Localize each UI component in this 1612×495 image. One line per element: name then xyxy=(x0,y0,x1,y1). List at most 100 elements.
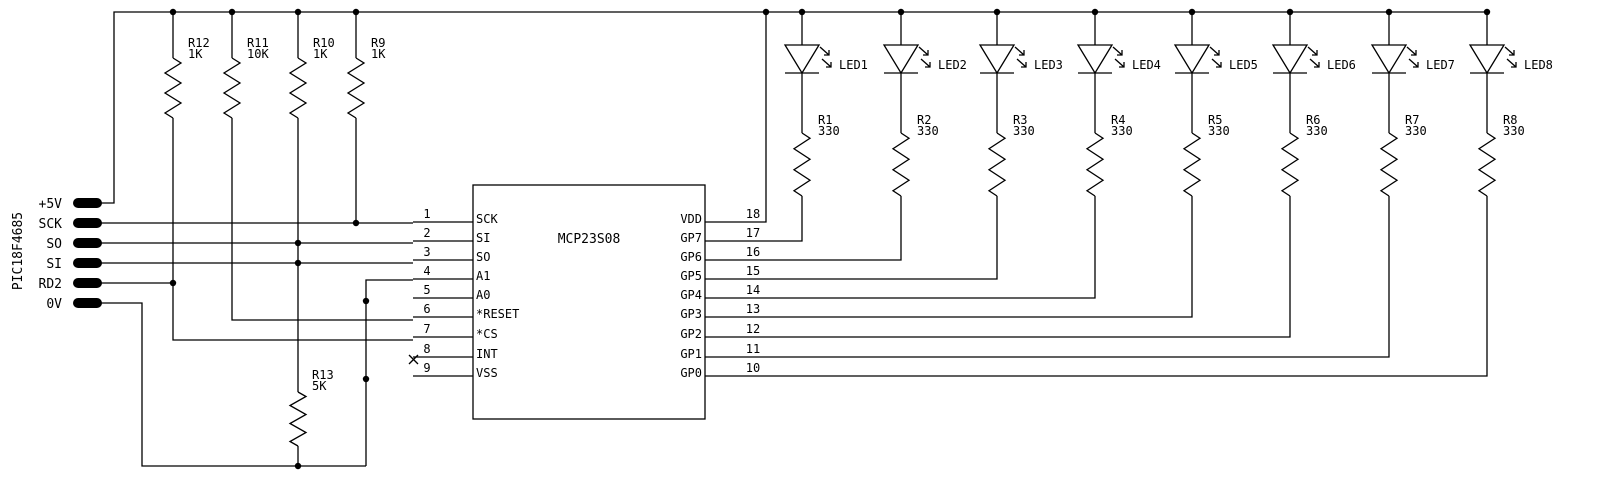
pin-name: VSS xyxy=(476,366,498,380)
connector-title: PIC18F4685 xyxy=(11,212,26,290)
led-light-arrow xyxy=(1506,58,1517,68)
pin-number: 5 xyxy=(423,283,430,297)
resistor-name: R11 xyxy=(247,36,269,50)
resistor-value: 330 xyxy=(1013,124,1035,138)
chip-body xyxy=(472,184,706,420)
pin-name: GP7 xyxy=(680,231,702,245)
junction-dot xyxy=(798,8,806,16)
junction-dots xyxy=(169,8,1491,470)
led-light-arrow xyxy=(1307,46,1318,56)
resistor-name: R8 xyxy=(1503,113,1517,127)
resistor-r3 xyxy=(987,132,1007,197)
led-light-arrow xyxy=(1408,58,1419,68)
led-light-arrow xyxy=(920,58,931,68)
resistor-name: R4 xyxy=(1111,113,1125,127)
pin-number: 10 xyxy=(746,361,760,375)
pin-number: 16 xyxy=(746,245,760,259)
vdd-net xyxy=(765,12,767,223)
led-4 xyxy=(1076,44,1114,75)
junction-dot xyxy=(228,8,236,16)
led-7 xyxy=(1370,44,1408,75)
led-light-arrowhead xyxy=(826,62,832,68)
resistor-value: 330 xyxy=(1405,124,1427,138)
led-label: LED2 xyxy=(938,58,967,72)
resistor-name: R5 xyxy=(1208,113,1222,127)
pin-name: SCK xyxy=(476,212,498,226)
pin-name: SI xyxy=(476,231,490,245)
junction-dot xyxy=(294,239,302,247)
pin-name: INT xyxy=(476,347,498,361)
junction-dot xyxy=(294,259,302,267)
led-light-arrow xyxy=(1014,46,1025,56)
resistor-value: 330 xyxy=(818,124,840,138)
resistor-value: 1K xyxy=(371,47,386,61)
resistor-r9 xyxy=(346,57,366,119)
resistor-r13 xyxy=(288,391,308,447)
resistor-value: 5K xyxy=(312,379,327,393)
resistor-r7 xyxy=(1379,132,1399,197)
resistor-r6 xyxy=(1280,132,1300,197)
gp-net xyxy=(765,196,1488,377)
led-light-arrowhead xyxy=(1314,62,1320,68)
wires xyxy=(97,11,1488,467)
led-label: LED3 xyxy=(1034,58,1063,72)
junction-dot xyxy=(993,8,1001,16)
pin-number: 4 xyxy=(423,264,430,278)
led-light-arrowhead xyxy=(1411,50,1417,56)
pin-number: 8 xyxy=(423,342,430,356)
resistor-r11 xyxy=(222,57,242,119)
led-light-arrow xyxy=(1209,46,1220,56)
resistor-name: R13 xyxy=(312,368,334,382)
junction-dot xyxy=(169,279,177,287)
pin-number: 13 xyxy=(746,302,760,316)
junction-dot xyxy=(897,8,905,16)
junction-dot xyxy=(294,8,302,16)
led-light-arrow xyxy=(1114,58,1125,68)
pin-number: 15 xyxy=(746,264,760,278)
led-light-arrow xyxy=(1016,58,1027,68)
pin-name: *CS xyxy=(476,327,498,341)
resistor-name: R10 xyxy=(313,36,335,50)
pin-name: GP1 xyxy=(680,347,702,361)
led-light-arrowhead xyxy=(1214,50,1220,56)
led-light-arrow xyxy=(1112,46,1123,56)
pin-name: GP2 xyxy=(680,327,702,341)
resistor-value: 330 xyxy=(1208,124,1230,138)
gp-net xyxy=(765,196,998,280)
led-2 xyxy=(882,44,920,75)
resistor-name: R12 xyxy=(188,36,210,50)
led-light-arrowhead xyxy=(923,50,929,56)
led-6 xyxy=(1271,44,1309,75)
led-label: LED8 xyxy=(1524,58,1553,72)
gnd-net xyxy=(97,302,366,467)
led-light-arrowhead xyxy=(1021,62,1027,68)
led-label: LED7 xyxy=(1426,58,1455,72)
resistor-value: 1K xyxy=(188,47,203,61)
reset-net xyxy=(231,118,413,321)
led-label: LED6 xyxy=(1327,58,1356,72)
led-3 xyxy=(978,44,1016,75)
pin-name: GP6 xyxy=(680,250,702,264)
pin-name: GP3 xyxy=(680,307,702,321)
resistor-r2 xyxy=(891,132,911,197)
pin-number: 1 xyxy=(423,207,430,221)
gp-net xyxy=(765,196,1291,338)
addr-gnd xyxy=(365,279,413,466)
led-label: LED4 xyxy=(1132,58,1161,72)
resistor-name: R9 xyxy=(371,36,385,50)
led-label: LED1 xyxy=(839,58,868,72)
resistor-r8 xyxy=(1477,132,1497,197)
led-light-arrow xyxy=(821,58,832,68)
resistor-r12 xyxy=(163,57,183,119)
vdd-rail xyxy=(97,11,1488,204)
resistor-value: 1K xyxy=(313,47,328,61)
connector-pin-label: +5V xyxy=(39,197,63,212)
led-light-arrow xyxy=(1406,46,1417,56)
led-5 xyxy=(1173,44,1211,75)
resistor-name: R1 xyxy=(818,113,832,127)
pin-number: 18 xyxy=(746,207,760,221)
gp-net xyxy=(765,196,803,242)
no-connect-mark xyxy=(408,354,419,365)
led-8 xyxy=(1468,44,1506,75)
resistor-value: 330 xyxy=(1503,124,1525,138)
